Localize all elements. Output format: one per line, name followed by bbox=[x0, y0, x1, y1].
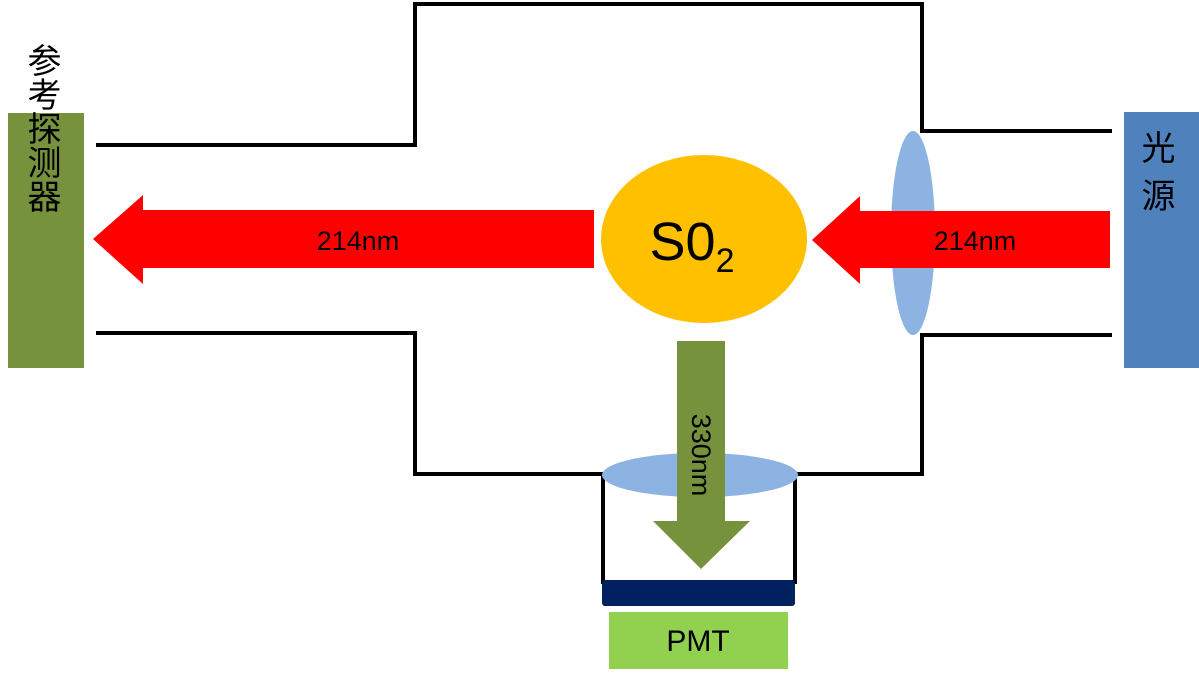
reference-detector-box bbox=[8, 113, 84, 368]
light-source-label: 光源 bbox=[1135, 130, 1175, 226]
incoming-beam-shape bbox=[812, 196, 1110, 284]
emission-arrow: 330nm bbox=[653, 341, 750, 569]
reference-detector: 参考探测器 bbox=[8, 43, 84, 368]
pmt-window bbox=[602, 580, 795, 606]
sample-label-main: S0 bbox=[650, 212, 716, 272]
pmt: PMT bbox=[609, 612, 788, 669]
light-source-box bbox=[1124, 112, 1199, 368]
outgoing-beam-shape bbox=[93, 195, 594, 284]
sample-molecule: S02 bbox=[601, 155, 807, 323]
emission-arrow-shape bbox=[653, 341, 750, 569]
chamber-bottom-right-wall bbox=[796, 333, 1112, 476]
chamber-bottom-left-wall bbox=[96, 331, 603, 476]
sample-label: S02 bbox=[650, 212, 735, 280]
light-source: 光源 bbox=[1124, 112, 1199, 368]
outgoing-beam-arrow: 214nm bbox=[93, 195, 594, 284]
pmt-box bbox=[609, 612, 788, 669]
chamber-top-wall bbox=[96, 2, 1112, 147]
sample-label-subscript: 2 bbox=[716, 242, 735, 280]
chamber-outline bbox=[96, 2, 1112, 584]
reference-detector-label: 参考探测器 bbox=[21, 43, 61, 213]
pmt-label: PMT bbox=[666, 625, 729, 658]
incoming-beam-label: 214nm bbox=[934, 226, 1017, 256]
incoming-beam-arrow: 214nm bbox=[812, 196, 1110, 284]
emission-label: 330nm bbox=[686, 414, 716, 497]
sample-ellipse bbox=[601, 155, 807, 323]
outgoing-beam-label: 214nm bbox=[317, 226, 400, 256]
